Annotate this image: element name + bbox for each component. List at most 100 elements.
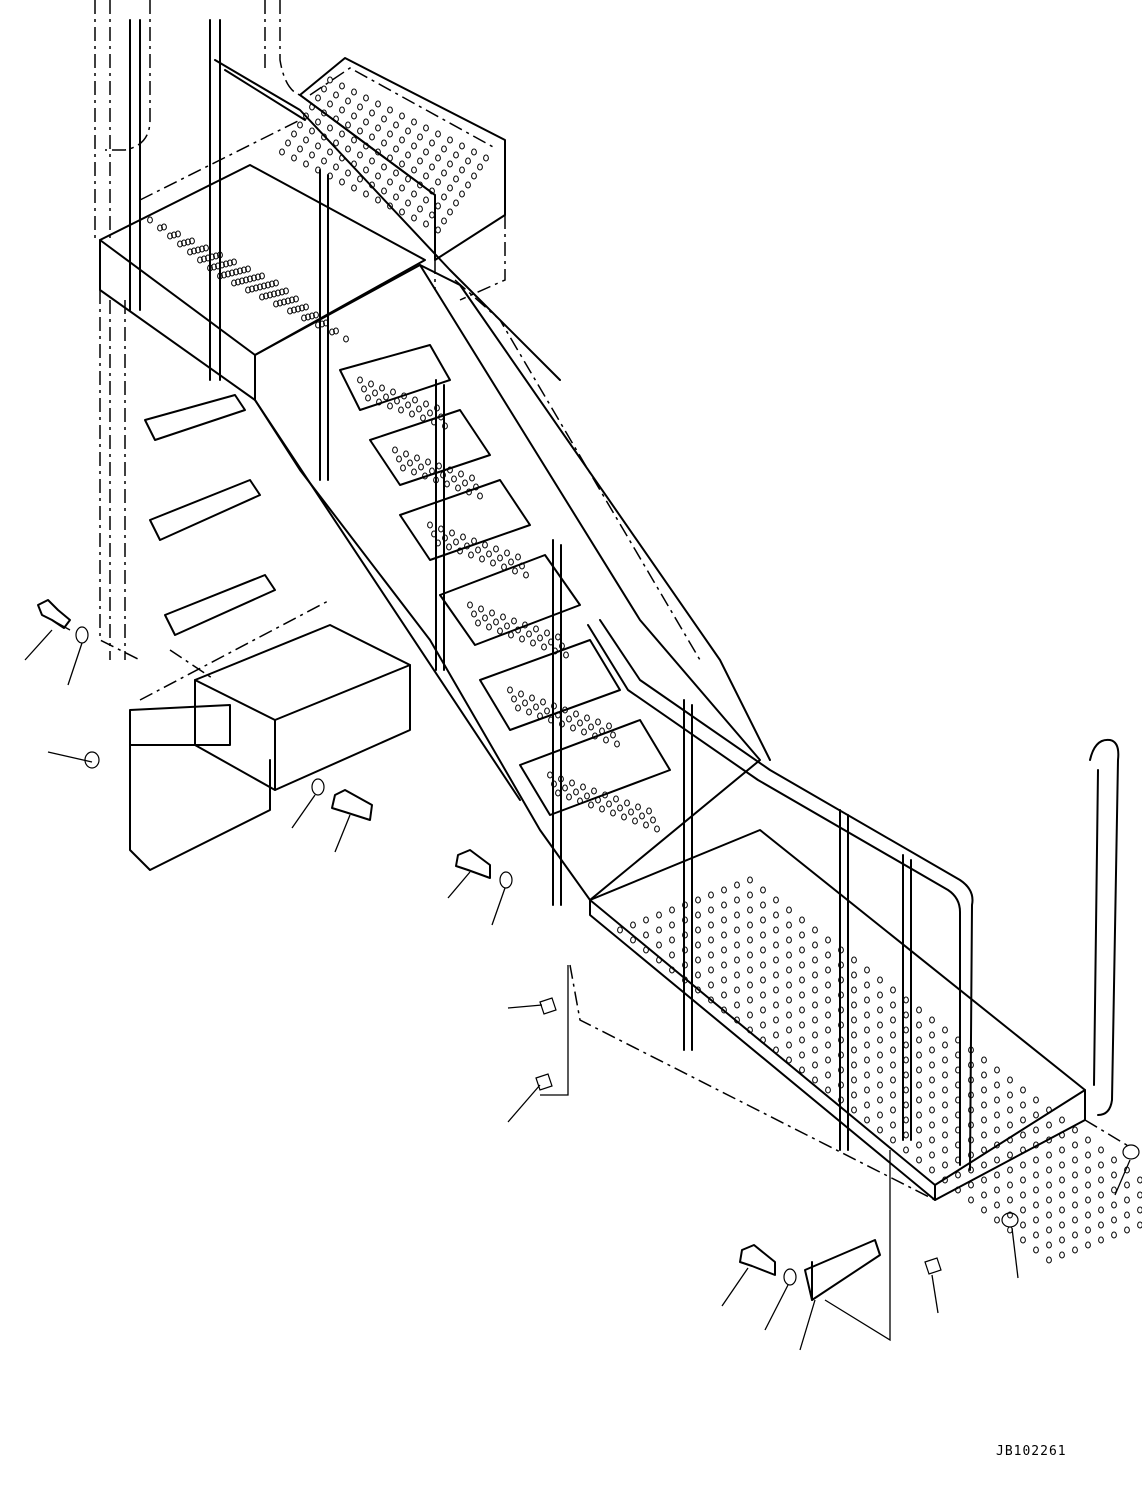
perforation-hole [916, 1006, 922, 1014]
perforation-hole [438, 525, 444, 533]
perforation-hole [239, 277, 245, 285]
perforation-hole [799, 1036, 805, 1044]
perforation-hole [613, 795, 619, 803]
perforation-hole [929, 1016, 935, 1024]
perforation-hole [1059, 1146, 1065, 1154]
perforation-hole [552, 647, 558, 655]
perforation-hole [1111, 1186, 1117, 1194]
perforation-hole [903, 1101, 909, 1109]
perforation-hole [548, 638, 554, 646]
perforation-hole [369, 133, 375, 141]
perforation-hole [669, 936, 675, 944]
perforation-hole [646, 807, 652, 815]
perforation-hole [405, 401, 411, 409]
perforation-hole [511, 695, 517, 703]
perforation-hole [1085, 1241, 1091, 1249]
perforation-hole [375, 148, 381, 156]
perforation-hole [799, 976, 805, 984]
perforation-hole [851, 956, 857, 964]
bolt-center [455, 849, 513, 889]
perforation-hole [1072, 1231, 1078, 1239]
perforation-hole [838, 976, 844, 984]
perforation-hole [429, 163, 435, 171]
perforation-hole [721, 946, 727, 954]
perforation-hole [617, 926, 623, 934]
perforation-hole [357, 175, 363, 183]
perforation-hole [747, 876, 753, 884]
bolt-lower [739, 1244, 797, 1286]
perforation-hole [773, 941, 779, 949]
perforation-hole [522, 699, 528, 707]
perforation-hole [429, 139, 435, 147]
perforation-hole [773, 956, 779, 964]
perforation-hole [786, 921, 792, 929]
perforation-hole [955, 1141, 961, 1149]
perforation-hole [760, 886, 766, 894]
perforation-hole [1124, 1181, 1130, 1189]
perforation-hole [407, 459, 413, 467]
perforation-hole [890, 1061, 896, 1069]
perforation-hole [477, 163, 483, 171]
perforation-hole [747, 1026, 753, 1034]
perforation-hole [273, 279, 279, 287]
perforation-hole [695, 986, 701, 994]
perforation-hole [471, 148, 477, 156]
perforation-hole [1059, 1116, 1065, 1124]
perforation-hole [381, 115, 387, 123]
perforation-hole [442, 422, 448, 430]
perforation-hole [394, 397, 400, 405]
perforation-hole [721, 976, 727, 984]
perforation-hole [786, 936, 792, 944]
perforation-hole [929, 1061, 935, 1069]
perforation-hole [773, 911, 779, 919]
perforation-hole [559, 720, 565, 728]
perforation-hole [544, 707, 550, 715]
left-bracket [129, 599, 411, 871]
perforation-hole [734, 911, 740, 919]
perforation-hole [877, 1036, 883, 1044]
perforation-hole [1059, 1221, 1065, 1229]
perforation-hole [562, 706, 568, 714]
perforation-hole [825, 1011, 831, 1019]
perforation-hole [864, 1041, 870, 1049]
perforation-hole [1033, 1156, 1039, 1164]
perforation-hole [942, 1086, 948, 1094]
perforation-hole [427, 521, 433, 529]
perforation-hole [417, 205, 423, 213]
perforation-hole [363, 142, 369, 150]
perforation-hole [381, 163, 387, 171]
perforation-hole [734, 941, 740, 949]
perforation-hole [429, 187, 435, 195]
perforation-hole [375, 124, 381, 132]
perforation-hole [295, 305, 301, 313]
perforation-hole [916, 1111, 922, 1119]
perforation-hole [327, 124, 333, 132]
perforation-hole [994, 1186, 1000, 1194]
perforation-hole [197, 256, 203, 264]
perforation-hole [422, 472, 428, 480]
perforation-hole [812, 986, 818, 994]
perforation-hole [411, 468, 417, 476]
perforation-hole [1098, 1176, 1104, 1184]
perforation-hole [1124, 1166, 1130, 1174]
perforation-hole [245, 286, 251, 294]
perforation-hole [453, 151, 459, 159]
perforation-hole [786, 1056, 792, 1064]
perforation-hole [357, 103, 363, 111]
perforation-hole [315, 166, 321, 174]
perforation-hole [387, 402, 393, 410]
perforation-hole [760, 961, 766, 969]
perforation-hole [475, 546, 481, 554]
perforation-hole [942, 1101, 948, 1109]
perforation-hole [968, 1166, 974, 1174]
perforation-hole [1124, 1196, 1130, 1204]
perforation-hole [229, 269, 235, 277]
perforation-hole [1059, 1251, 1065, 1259]
perforation-hole [467, 601, 473, 609]
perforation-hole [398, 406, 404, 414]
perforation-hole [453, 175, 459, 183]
perforation-hole [825, 1026, 831, 1034]
perforation-hole [1072, 1201, 1078, 1209]
perforation-hole [929, 1091, 935, 1099]
perforation-hole [558, 775, 564, 783]
